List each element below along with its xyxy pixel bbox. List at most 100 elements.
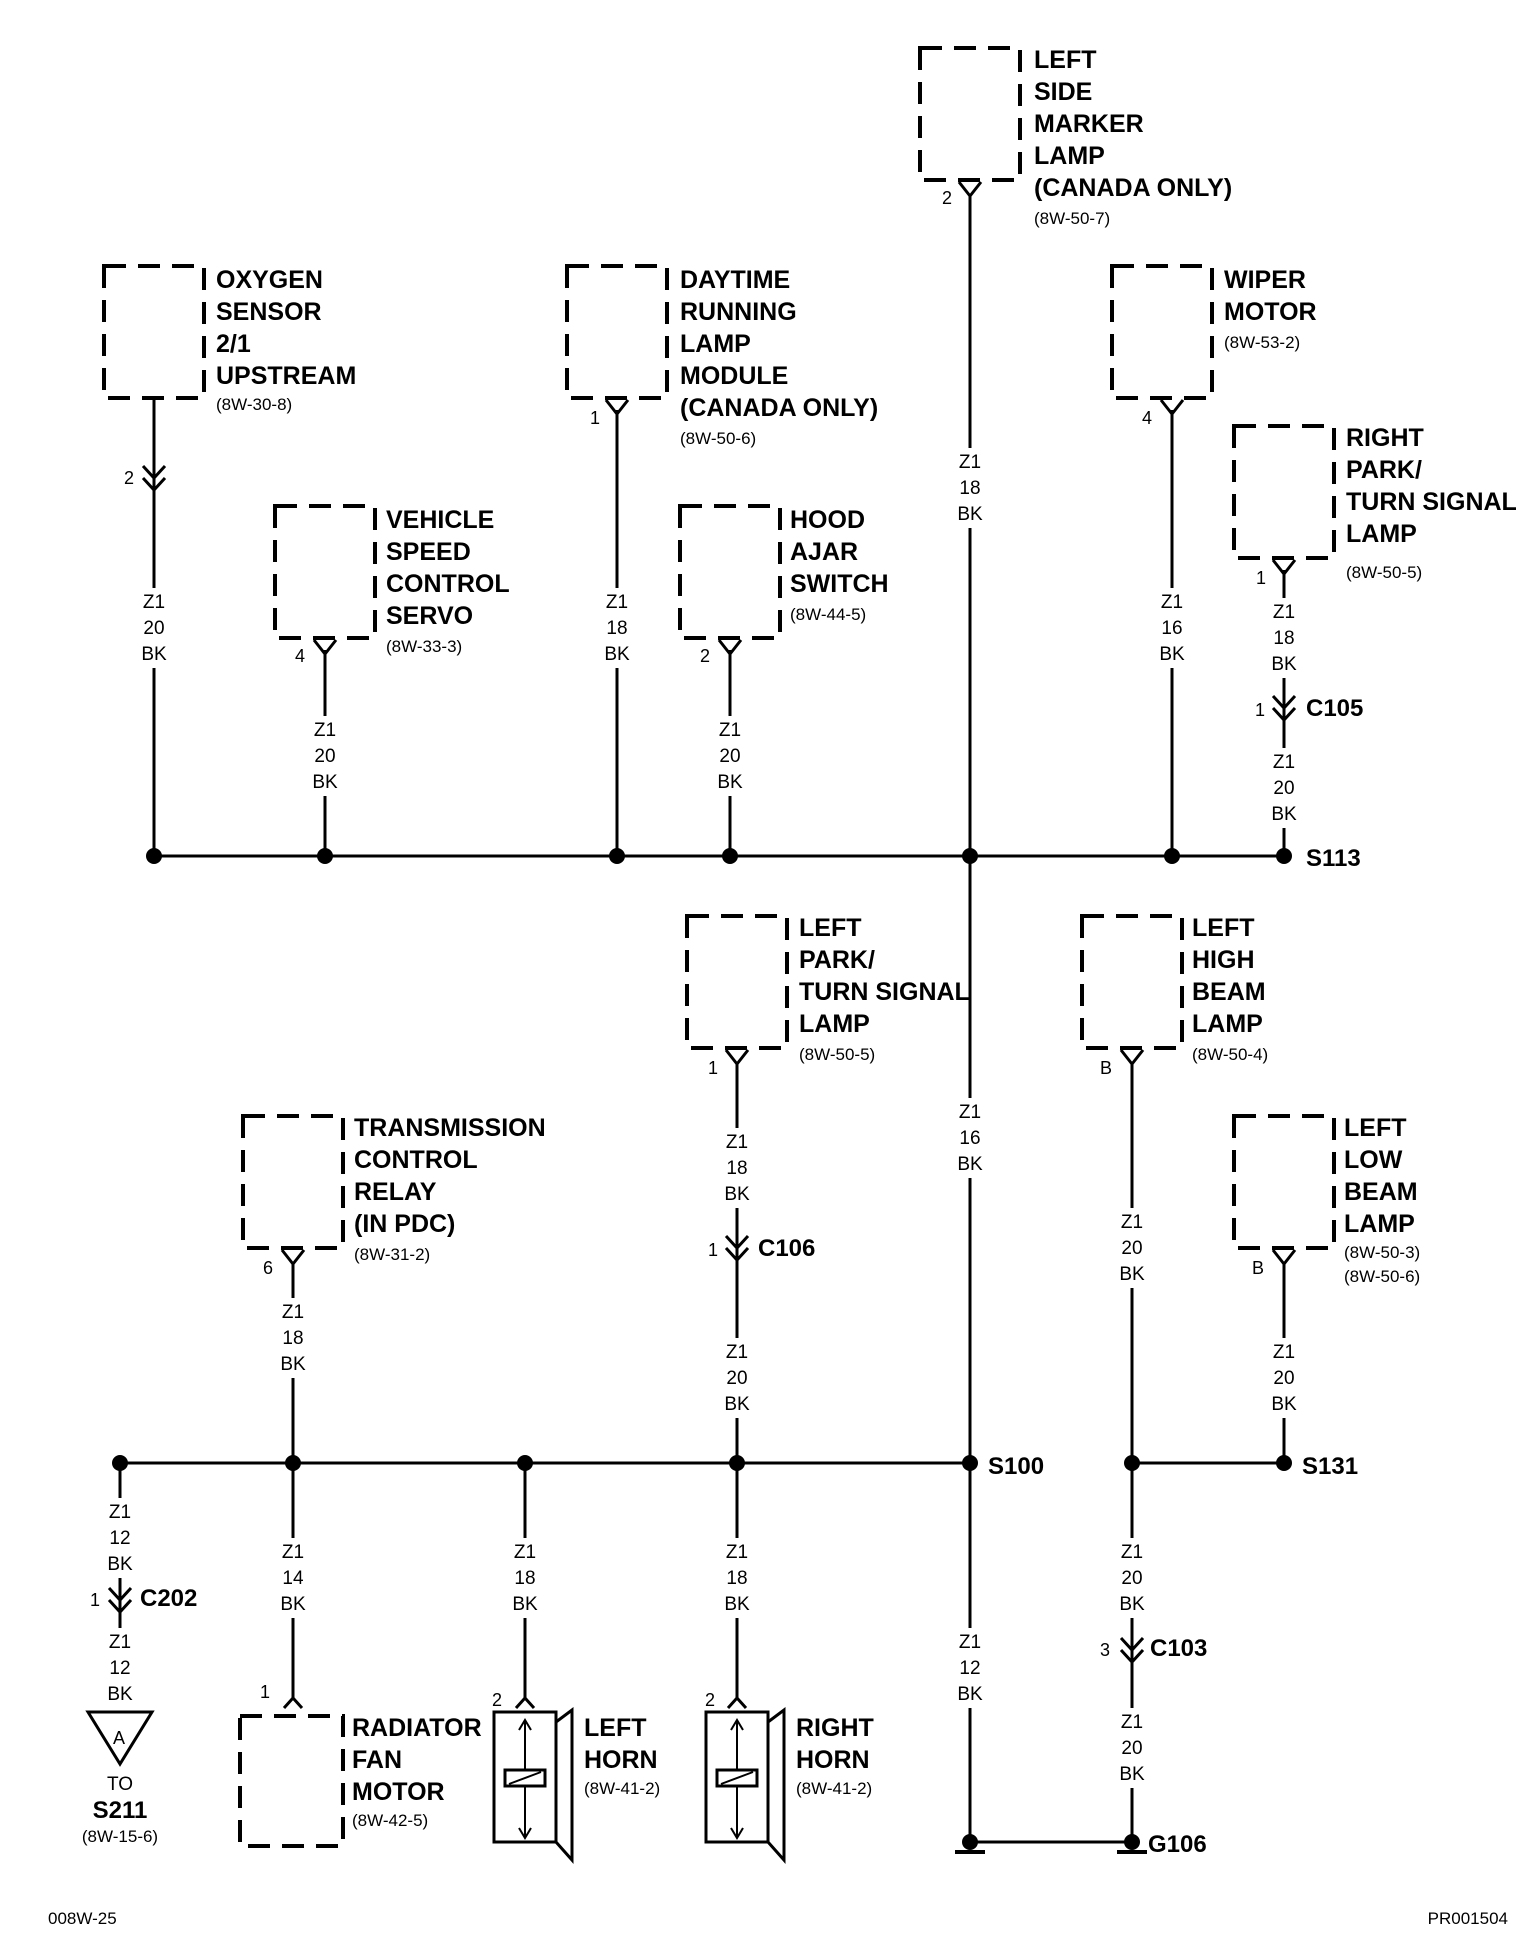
connector-c105-label: C105 — [1306, 695, 1363, 722]
svg-text:(8W-30-8): (8W-30-8) — [216, 395, 292, 414]
svg-text:2/1: 2/1 — [216, 330, 251, 358]
svg-text:Z1: Z1 — [726, 1132, 748, 1153]
svg-text:(8W-41-2): (8W-41-2) — [584, 1779, 660, 1798]
svg-text:LEFT: LEFT — [584, 1714, 647, 1742]
connector-c202-label: C202 — [140, 1585, 197, 1612]
svg-text:16: 16 — [1161, 618, 1182, 639]
wire-label-relay: Z1 18 BK — [280, 1302, 306, 1375]
wire-label-high-beam: Z1 20 BK — [1119, 1212, 1145, 1285]
connector-marker — [957, 181, 983, 199]
svg-text:FAN: FAN — [352, 1746, 402, 1774]
svg-text:2: 2 — [942, 188, 952, 208]
left-park-turn-label: LEFT PARK/ TURN SIGNAL LAMP (8W-50-5) 1 — [708, 914, 970, 1078]
connector-wiper — [1159, 399, 1185, 417]
svg-text:1: 1 — [1255, 700, 1265, 720]
wire-label-o2: Z1 20 BK — [141, 592, 167, 665]
svg-text:Z1: Z1 — [959, 1632, 981, 1653]
svg-text:LOW: LOW — [1344, 1146, 1403, 1174]
splice-dots — [112, 848, 1292, 1850]
svg-text:2: 2 — [492, 1690, 502, 1710]
svg-text:Z1: Z1 — [282, 1542, 304, 1563]
connector-c202-symbol — [107, 1586, 133, 1615]
connector-servo — [312, 639, 338, 657]
offpage-connector-icon — [85, 1710, 155, 1767]
svg-text:2: 2 — [705, 1690, 715, 1710]
drl-module-box — [565, 264, 669, 400]
svg-text:PARK/: PARK/ — [1346, 456, 1422, 484]
svg-text:20: 20 — [719, 746, 740, 767]
svg-text:Z1: Z1 — [959, 1102, 981, 1123]
svg-text:12: 12 — [109, 1528, 130, 1549]
svg-text:VEHICLE: VEHICLE — [386, 506, 494, 534]
svg-text:BK: BK — [957, 504, 983, 525]
connector-c106-label: C106 — [758, 1235, 815, 1262]
svg-text:Z1: Z1 — [282, 1302, 304, 1323]
svg-text:20: 20 — [1121, 1568, 1142, 1589]
svg-text:PARK/: PARK/ — [799, 946, 875, 974]
hood-ajar-switch-box — [678, 504, 782, 640]
svg-text:BK: BK — [280, 1594, 306, 1615]
svg-text:BK: BK — [957, 1684, 983, 1705]
svg-text:AJAR: AJAR — [790, 538, 858, 566]
connector-c106-symbol — [724, 1234, 750, 1263]
wire-labels: Z1 20 BK Z1 20 BK Z1 18 BK Z1 20 BK Z1 1… — [107, 452, 1297, 1785]
oxygen-sensor-label: OXYGEN SENSOR 2/1 UPSTREAM (8W-30-8) 2 — [124, 266, 356, 488]
drl-module-label: DAYTIME RUNNING LAMP MODULE (CANADA ONLY… — [590, 266, 878, 448]
connector-relay — [280, 1249, 306, 1267]
svg-text:6: 6 — [263, 1258, 273, 1278]
svg-text:OXYGEN: OXYGEN — [216, 266, 323, 294]
svg-text:20: 20 — [1121, 1738, 1142, 1759]
left-horn-label: LEFT HORN (8W-41-2) 2 — [492, 1690, 660, 1798]
svg-text:20: 20 — [1273, 1368, 1294, 1389]
svg-text:LEFT: LEFT — [1192, 914, 1255, 942]
svg-text:LEFT: LEFT — [1344, 1114, 1407, 1142]
svg-text:RIGHT: RIGHT — [796, 1714, 874, 1742]
svg-text:(8W-42-5): (8W-42-5) — [352, 1811, 428, 1830]
svg-text:TURN SIGNAL: TURN SIGNAL — [1346, 488, 1517, 516]
svg-text:HIGH: HIGH — [1192, 946, 1255, 974]
ground-g106-label: G106 — [1148, 1831, 1207, 1858]
left-low-beam-label: LEFT LOW BEAM LAMP (8W-50-3) (8W-50-6) B — [1252, 1114, 1420, 1286]
footer-left-code: 008W-25 — [48, 1909, 117, 1928]
svg-text:BK: BK — [1159, 644, 1185, 665]
svg-text:BK: BK — [1119, 1264, 1145, 1285]
svg-text:Z1: Z1 — [143, 592, 165, 613]
wire-label-marker: Z1 18 BK — [957, 452, 983, 525]
svg-text:16: 16 — [959, 1128, 980, 1149]
svg-text:Z1: Z1 — [314, 720, 336, 741]
offpage-to: TO — [107, 1774, 133, 1795]
wire-label-c202-bottom: Z1 12 BK — [107, 1632, 133, 1705]
svg-text:SIDE: SIDE — [1034, 78, 1092, 106]
connector-fan — [282, 1695, 304, 1710]
inline-connector-labels: 1 C105 1 C106 1 C202 3 C103 — [90, 695, 1363, 1662]
svg-text:Z1: Z1 — [1121, 1542, 1143, 1563]
svg-text:RADIATOR: RADIATOR — [352, 1714, 482, 1742]
oxygen-sensor-box — [102, 264, 206, 400]
wire-label-hood: Z1 20 BK — [717, 720, 743, 793]
svg-text:BK: BK — [280, 1354, 306, 1375]
svg-text:20: 20 — [314, 746, 335, 767]
svg-text:(8W-31-2): (8W-31-2) — [354, 1245, 430, 1264]
node-labels: S113 S100 S131 G106 A TO S211 (8W-15-6) — [82, 845, 1361, 1858]
svg-text:1: 1 — [260, 1682, 270, 1702]
right-horn-symbol — [704, 1707, 786, 1864]
svg-text:TRANSMISSION: TRANSMISSION — [354, 1114, 546, 1142]
svg-text:Z1: Z1 — [726, 1542, 748, 1563]
svg-text:1: 1 — [1256, 568, 1266, 588]
wiper-motor-box — [1110, 264, 1214, 400]
svg-text:MODULE: MODULE — [680, 362, 788, 390]
svg-text:(8W-33-3): (8W-33-3) — [386, 637, 462, 656]
svg-text:Z1: Z1 — [1121, 1712, 1143, 1733]
svg-text:Z1: Z1 — [606, 592, 628, 613]
svg-text:SPEED: SPEED — [386, 538, 471, 566]
splice-s100-label: S100 — [988, 1453, 1044, 1480]
svg-text:SWITCH: SWITCH — [790, 570, 889, 598]
svg-text:(8W-41-2): (8W-41-2) — [796, 1779, 872, 1798]
connector-c103-symbol — [1119, 1636, 1145, 1665]
svg-text:BK: BK — [1119, 1594, 1145, 1615]
svg-text:Z1: Z1 — [726, 1342, 748, 1363]
left-high-beam-box — [1080, 914, 1184, 1050]
wire-label-servo: Z1 20 BK — [312, 720, 338, 793]
offpage-target: S211 — [93, 1797, 148, 1824]
